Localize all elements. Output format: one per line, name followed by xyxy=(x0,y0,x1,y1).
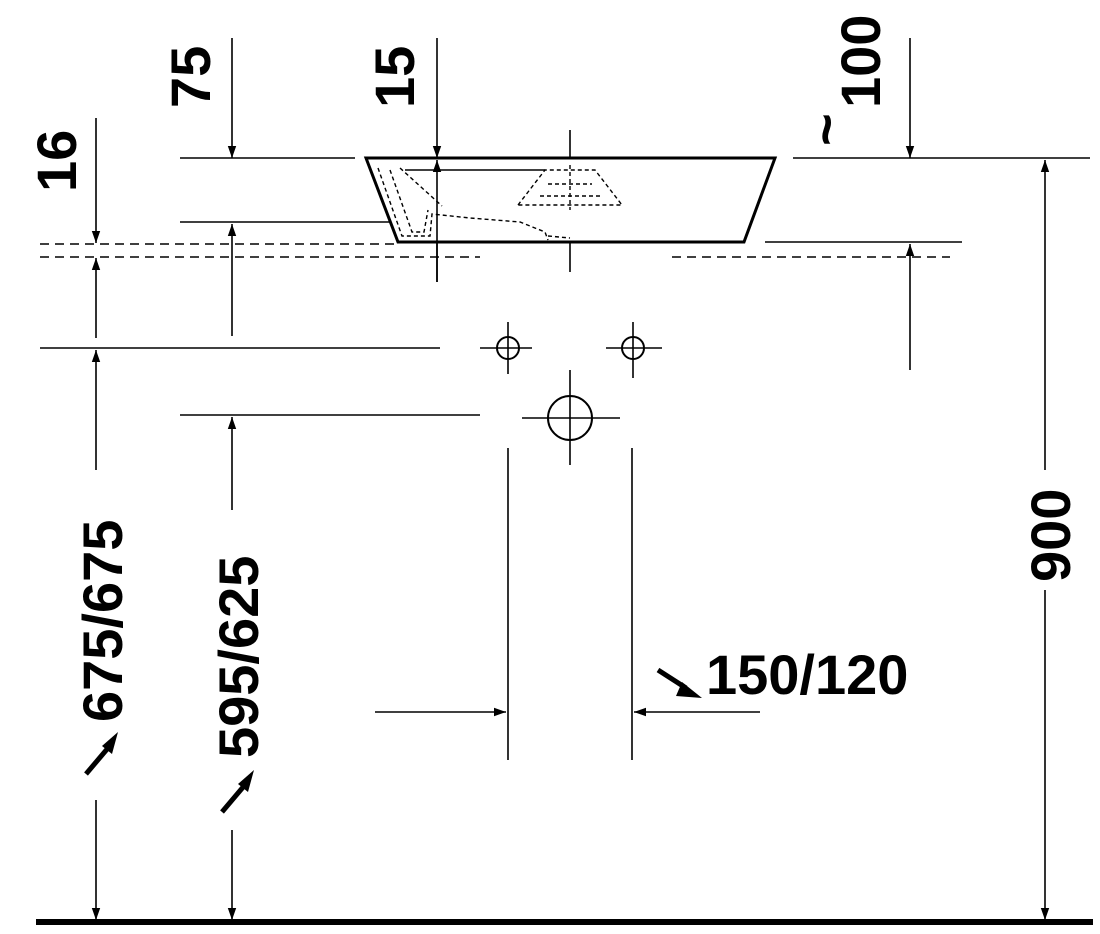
crosshair-icon xyxy=(480,322,532,374)
crosshair-icon xyxy=(522,370,620,465)
countertop-dashed-lines xyxy=(40,243,950,258)
pointer-arrow-icon xyxy=(220,770,254,814)
dim-label-595: 595/625 xyxy=(207,556,270,758)
dim-label-16: 16 xyxy=(25,130,88,192)
dim-label-15: 15 xyxy=(363,46,426,108)
crosshair-icon xyxy=(606,322,662,378)
dim-label-900: 900 xyxy=(1019,489,1082,582)
dim-label-75: 75 xyxy=(159,46,222,108)
dimension-arrows xyxy=(91,38,1050,920)
basin-body xyxy=(363,156,778,244)
dim-label-150: 150/120 xyxy=(706,643,908,706)
reference-lines xyxy=(40,130,1090,760)
dim-label-675: 675/675 xyxy=(71,520,134,722)
pointer-arrow-icon xyxy=(656,667,702,698)
approx-symbol: ~ xyxy=(794,113,857,146)
pointer-arrow-icon xyxy=(84,732,118,776)
dim-label-100: 100 xyxy=(829,15,892,108)
